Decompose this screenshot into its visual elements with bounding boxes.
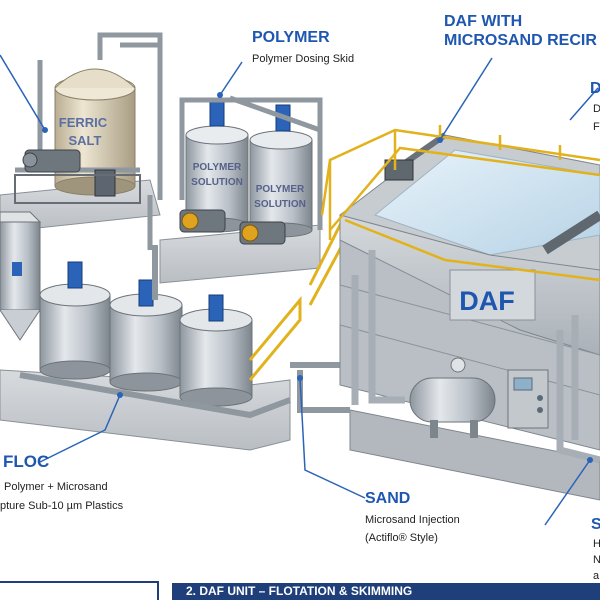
polymer-callout-subtitle: Polymer Dosing Skid [252, 53, 355, 65]
daf-microsand-title-2: MICROSAND RECIR [444, 32, 597, 49]
daf-pipework [351, 250, 600, 464]
ferric-label-line2: SALT [69, 133, 102, 148]
bottom-banner: 2. DAF UNIT – FLOTATION & SKIMMING [172, 583, 600, 600]
daf-microsand-title-1: DAF WITH [444, 13, 523, 30]
leader-lines [0, 54, 599, 526]
right-top-callout-line2: F [593, 121, 600, 133]
floc-callout-line2: pture Sub-10 µm Plastics [0, 500, 124, 512]
ferric-pump [22, 149, 116, 197]
floc-callout-line1: Polymer + Microsand [4, 481, 108, 493]
floc-callout-title: FLOC [3, 452, 50, 471]
right-top-callout-line1: D [593, 103, 600, 115]
right-bottom-callout-line1: H [593, 538, 600, 550]
floc-tank-2 [109, 279, 183, 392]
poly-sol-1-line1: POLYMER [193, 162, 242, 173]
sand-callout-title: SAND [365, 490, 411, 507]
recirculation-vessel [409, 357, 496, 438]
bottom-banner-label: 2. DAF UNIT – FLOTATION & SKIMMING [186, 584, 413, 598]
daf-unit-label: DAF [459, 286, 515, 316]
floc-tank-3 [179, 294, 253, 407]
daf-railing [320, 125, 600, 282]
ferric-label-line1: FERRIC [59, 115, 108, 130]
poly-sol-2-line1: POLYMER [256, 184, 305, 195]
poly-sol-2-line2: SOLUTION [254, 199, 306, 210]
poly-sol-1-line2: SOLUTION [191, 177, 243, 188]
leader-dots [42, 92, 593, 463]
right-bottom-callout-line2: N [593, 554, 600, 566]
ferric-frame [14, 174, 141, 204]
polymer-pumps [179, 209, 286, 245]
daf-base [349, 409, 600, 501]
bottom-left-box [0, 581, 159, 600]
polymer-callout-title: POLYMER [252, 29, 330, 46]
polymer-pipework [147, 95, 323, 250]
right-top-callout-title: D [590, 80, 600, 97]
floc-tank-1 [39, 261, 111, 380]
control-panel [507, 369, 549, 429]
left-silo [0, 211, 42, 341]
sand-callout-line1: Microsand Injection [365, 514, 460, 526]
sand-callout-line2: (Actiflo® Style) [365, 532, 438, 544]
right-bottom-callout-title: S [591, 516, 600, 533]
ferric-salt-tank: FERRIC SALT [54, 68, 136, 196]
right-bottom-callout-line3: a [593, 570, 600, 582]
